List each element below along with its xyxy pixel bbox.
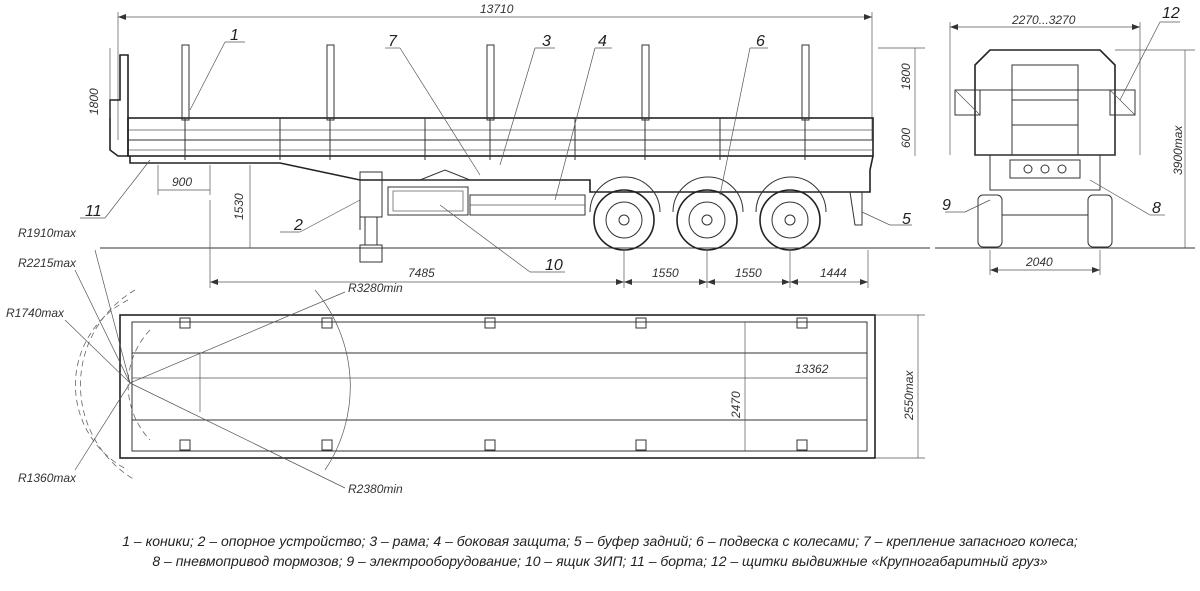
callout-4: 4 <box>598 33 607 50</box>
dim-side-height: 600 <box>899 128 913 148</box>
radius-1360: R1360max <box>18 471 77 485</box>
dim-stake-height: 1800 <box>87 88 101 115</box>
dim-kingpin-axle: 7485 <box>408 266 435 280</box>
dim-platform-length: 13362 <box>795 362 829 376</box>
callout-12: 12 <box>1162 5 1180 22</box>
radius-2215: R2215max <box>18 256 77 270</box>
rear-view: 2270...3270 3900max 2040 <box>935 5 1195 275</box>
dim-stake-height-right: 1800 <box>899 63 913 90</box>
callout-9: 9 <box>942 197 951 214</box>
dim-overall-length: 13710 <box>480 2 514 16</box>
radius-3280: R3280min <box>348 281 403 295</box>
callout-5: 5 <box>902 211 911 228</box>
callout-11: 11 <box>85 203 102 220</box>
callout-7: 7 <box>388 33 398 50</box>
dim-axle-base-1: 1550 <box>652 266 679 280</box>
legend-line-1: 1 – коники; 2 – опорное устройство; 3 – … <box>122 533 1078 549</box>
dim-axle-base-2: 1550 <box>735 266 762 280</box>
side-view: 13710 1800 <box>80 2 930 288</box>
legend-line-2: 8 – пневмопривод тормозов; 9 – электрооб… <box>152 553 1048 569</box>
radius-1910: R1910max <box>18 226 77 240</box>
radius-2380: R2380min <box>348 482 403 496</box>
plan-view: R1910max R2215max R1740max R1360max R328… <box>6 226 925 496</box>
callout-1: 1 <box>230 27 239 44</box>
callout-6: 6 <box>756 33 765 50</box>
dim-rear-width: 2270...3270 <box>1011 13 1076 27</box>
dim-front-overhang: 900 <box>172 175 192 189</box>
dim-rear-height: 3900max <box>1171 125 1185 175</box>
dim-rear-overhang: 1444 <box>820 266 847 280</box>
dim-deck-height: 1530 <box>232 193 246 220</box>
dim-inner-width: 2470 <box>729 391 743 419</box>
wheels-side <box>589 176 827 251</box>
callout-3: 3 <box>542 33 551 50</box>
radius-1740: R1740max <box>6 306 65 320</box>
callout-2: 2 <box>293 217 303 234</box>
callout-8: 8 <box>1152 200 1161 217</box>
dim-outer-width: 2550max <box>902 370 916 421</box>
callout-10: 10 <box>545 257 563 274</box>
semitrailer-drawing: 13710 1800 <box>6 2 1195 496</box>
dim-track: 2040 <box>1025 255 1053 269</box>
